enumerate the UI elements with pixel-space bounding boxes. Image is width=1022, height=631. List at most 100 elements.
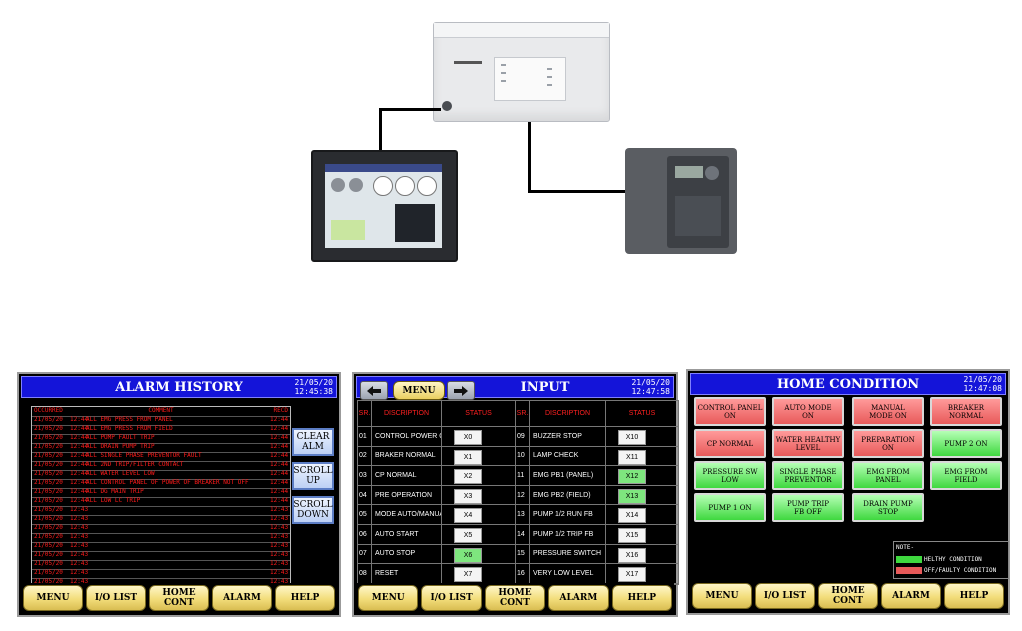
header-description: DISCRIPTION — [530, 401, 606, 427]
nav-alarm-button[interactable]: ALARM — [548, 585, 609, 611]
input-serial: 13 — [516, 505, 530, 525]
input-status-indicator: X13 — [618, 488, 646, 504]
input-serial: 09 — [516, 427, 530, 447]
nav-alarm-button[interactable]: ALARM — [212, 585, 272, 611]
nav-help-button[interactable]: HELP — [611, 585, 673, 611]
cable-plc-hmi — [379, 108, 382, 152]
clear-alarm-button[interactable]: CLEAR ALM — [292, 428, 334, 456]
screen-title: ALARM HISTORY — [115, 380, 243, 395]
nav-home-cont-button[interactable]: HOME CONT — [484, 585, 546, 611]
input-serial: 14 — [516, 525, 530, 545]
alarm-date: 21/05/20 — [34, 560, 63, 567]
input-description: CP NORMAL — [372, 466, 442, 486]
alarm-recovered-time: 12:44 — [270, 452, 289, 459]
condition-indicator: CONTROL PANEL ON — [694, 397, 766, 426]
alarm-comment: ALL EMG PRESS FROM FIELD — [86, 425, 173, 432]
inverter-label — [675, 196, 721, 236]
forward-arrow-button[interactable] — [447, 381, 475, 400]
nav-menu-button[interactable]: MENU — [692, 583, 752, 609]
hmi-screen-header — [325, 164, 442, 172]
input-status-cell: X0 — [442, 427, 516, 447]
nav-help-button[interactable]: HELP — [275, 585, 335, 611]
nav-io-list-button[interactable]: I/O LIST — [421, 585, 482, 611]
scroll-up-button[interactable]: SCROLL UP — [292, 462, 334, 490]
legend-faulty-label: OFF/FAULTY CONDITION — [924, 567, 997, 574]
back-arrow-button[interactable] — [360, 381, 388, 400]
input-serial: 03 — [358, 466, 372, 486]
alarm-date: 21/05/20 — [34, 569, 63, 576]
input-description: BRAKER NORMAL — [372, 446, 442, 467]
input-status-cell: X15 — [606, 525, 678, 545]
plc-port — [442, 101, 452, 111]
menu-button[interactable]: MENU — [393, 381, 445, 400]
condition-indicator: AUTO MODE ON — [772, 397, 844, 426]
input-status-cell: X11 — [606, 447, 678, 467]
hmi-touch-panel-image — [311, 150, 458, 262]
nav-home-cont-button[interactable]: HOME CONT — [149, 585, 209, 611]
condition-indicator: PUMP 1 ON — [694, 493, 766, 522]
alarm-recovered-time: 12:43 — [270, 533, 289, 540]
alarm-recovered-time: 12:43 — [270, 578, 289, 585]
alarm-comment: ALL SINGLE PHASE PREVENTOR FAULT — [86, 452, 202, 459]
alarm-comment: ALL LOW LC TRIP — [86, 497, 141, 504]
nav-home-cont-button[interactable]: HOME CONT — [818, 583, 878, 609]
alarm-recovered-time: 12:43 — [270, 569, 289, 576]
input-status-cell: X16 — [606, 545, 678, 565]
scroll-down-button[interactable]: SCROLL DOWN — [292, 496, 334, 524]
input-status-indicator: X15 — [618, 528, 646, 543]
alarm-date: 21/05/20 — [34, 497, 63, 504]
input-description: AUTO STOP — [372, 544, 442, 565]
input-status-indicator: X6 — [454, 547, 482, 563]
input-status-cell: X5 — [442, 525, 516, 545]
alarm-recovered-time: 12:44 — [270, 425, 289, 432]
legend-title: NOTE- — [896, 544, 915, 551]
alarm-recovered-time: 12:44 — [270, 479, 289, 486]
header-sr: SR. — [516, 401, 530, 427]
condition-indicator: DRAIN PUMP STOP — [852, 493, 924, 522]
condition-indicator: SINGLE PHASE PREVENTOR — [772, 461, 844, 490]
alarm-time: 12:44 — [70, 479, 89, 486]
condition-indicator: WATER HEALTHY LEVEL — [772, 429, 844, 458]
plc-io-panel — [494, 57, 566, 101]
nav-alarm-button[interactable]: ALARM — [881, 583, 941, 609]
alarm-comment: ALL DG MAIN TRIP — [86, 488, 144, 495]
alarm-date: 21/05/20 — [34, 470, 63, 477]
alarm-time: 12:43 — [70, 542, 89, 549]
nav-menu-button[interactable]: MENU — [358, 585, 419, 611]
input-status-cell: X6 — [442, 544, 516, 565]
nav-menu-button[interactable]: MENU — [23, 585, 83, 611]
input-description: EMG PB1 (PANEL) — [530, 466, 606, 486]
alarm-recovered-time: 12:43 — [270, 560, 289, 567]
input-serial: 05 — [358, 505, 372, 525]
nav-io-list-button[interactable]: I/O LIST — [755, 583, 815, 609]
nav-help-button[interactable]: HELP — [944, 583, 1004, 609]
alarm-recovered-time: 12:44 — [270, 416, 289, 423]
input-serial: 04 — [358, 485, 372, 506]
legend-healthy-label: HELTHY CONDITION — [924, 556, 982, 563]
alarm-recovered-time: 12:43 — [270, 515, 289, 522]
nav-io-list-button[interactable]: I/O LIST — [86, 585, 146, 611]
header-comment: COMMENT — [148, 407, 174, 414]
